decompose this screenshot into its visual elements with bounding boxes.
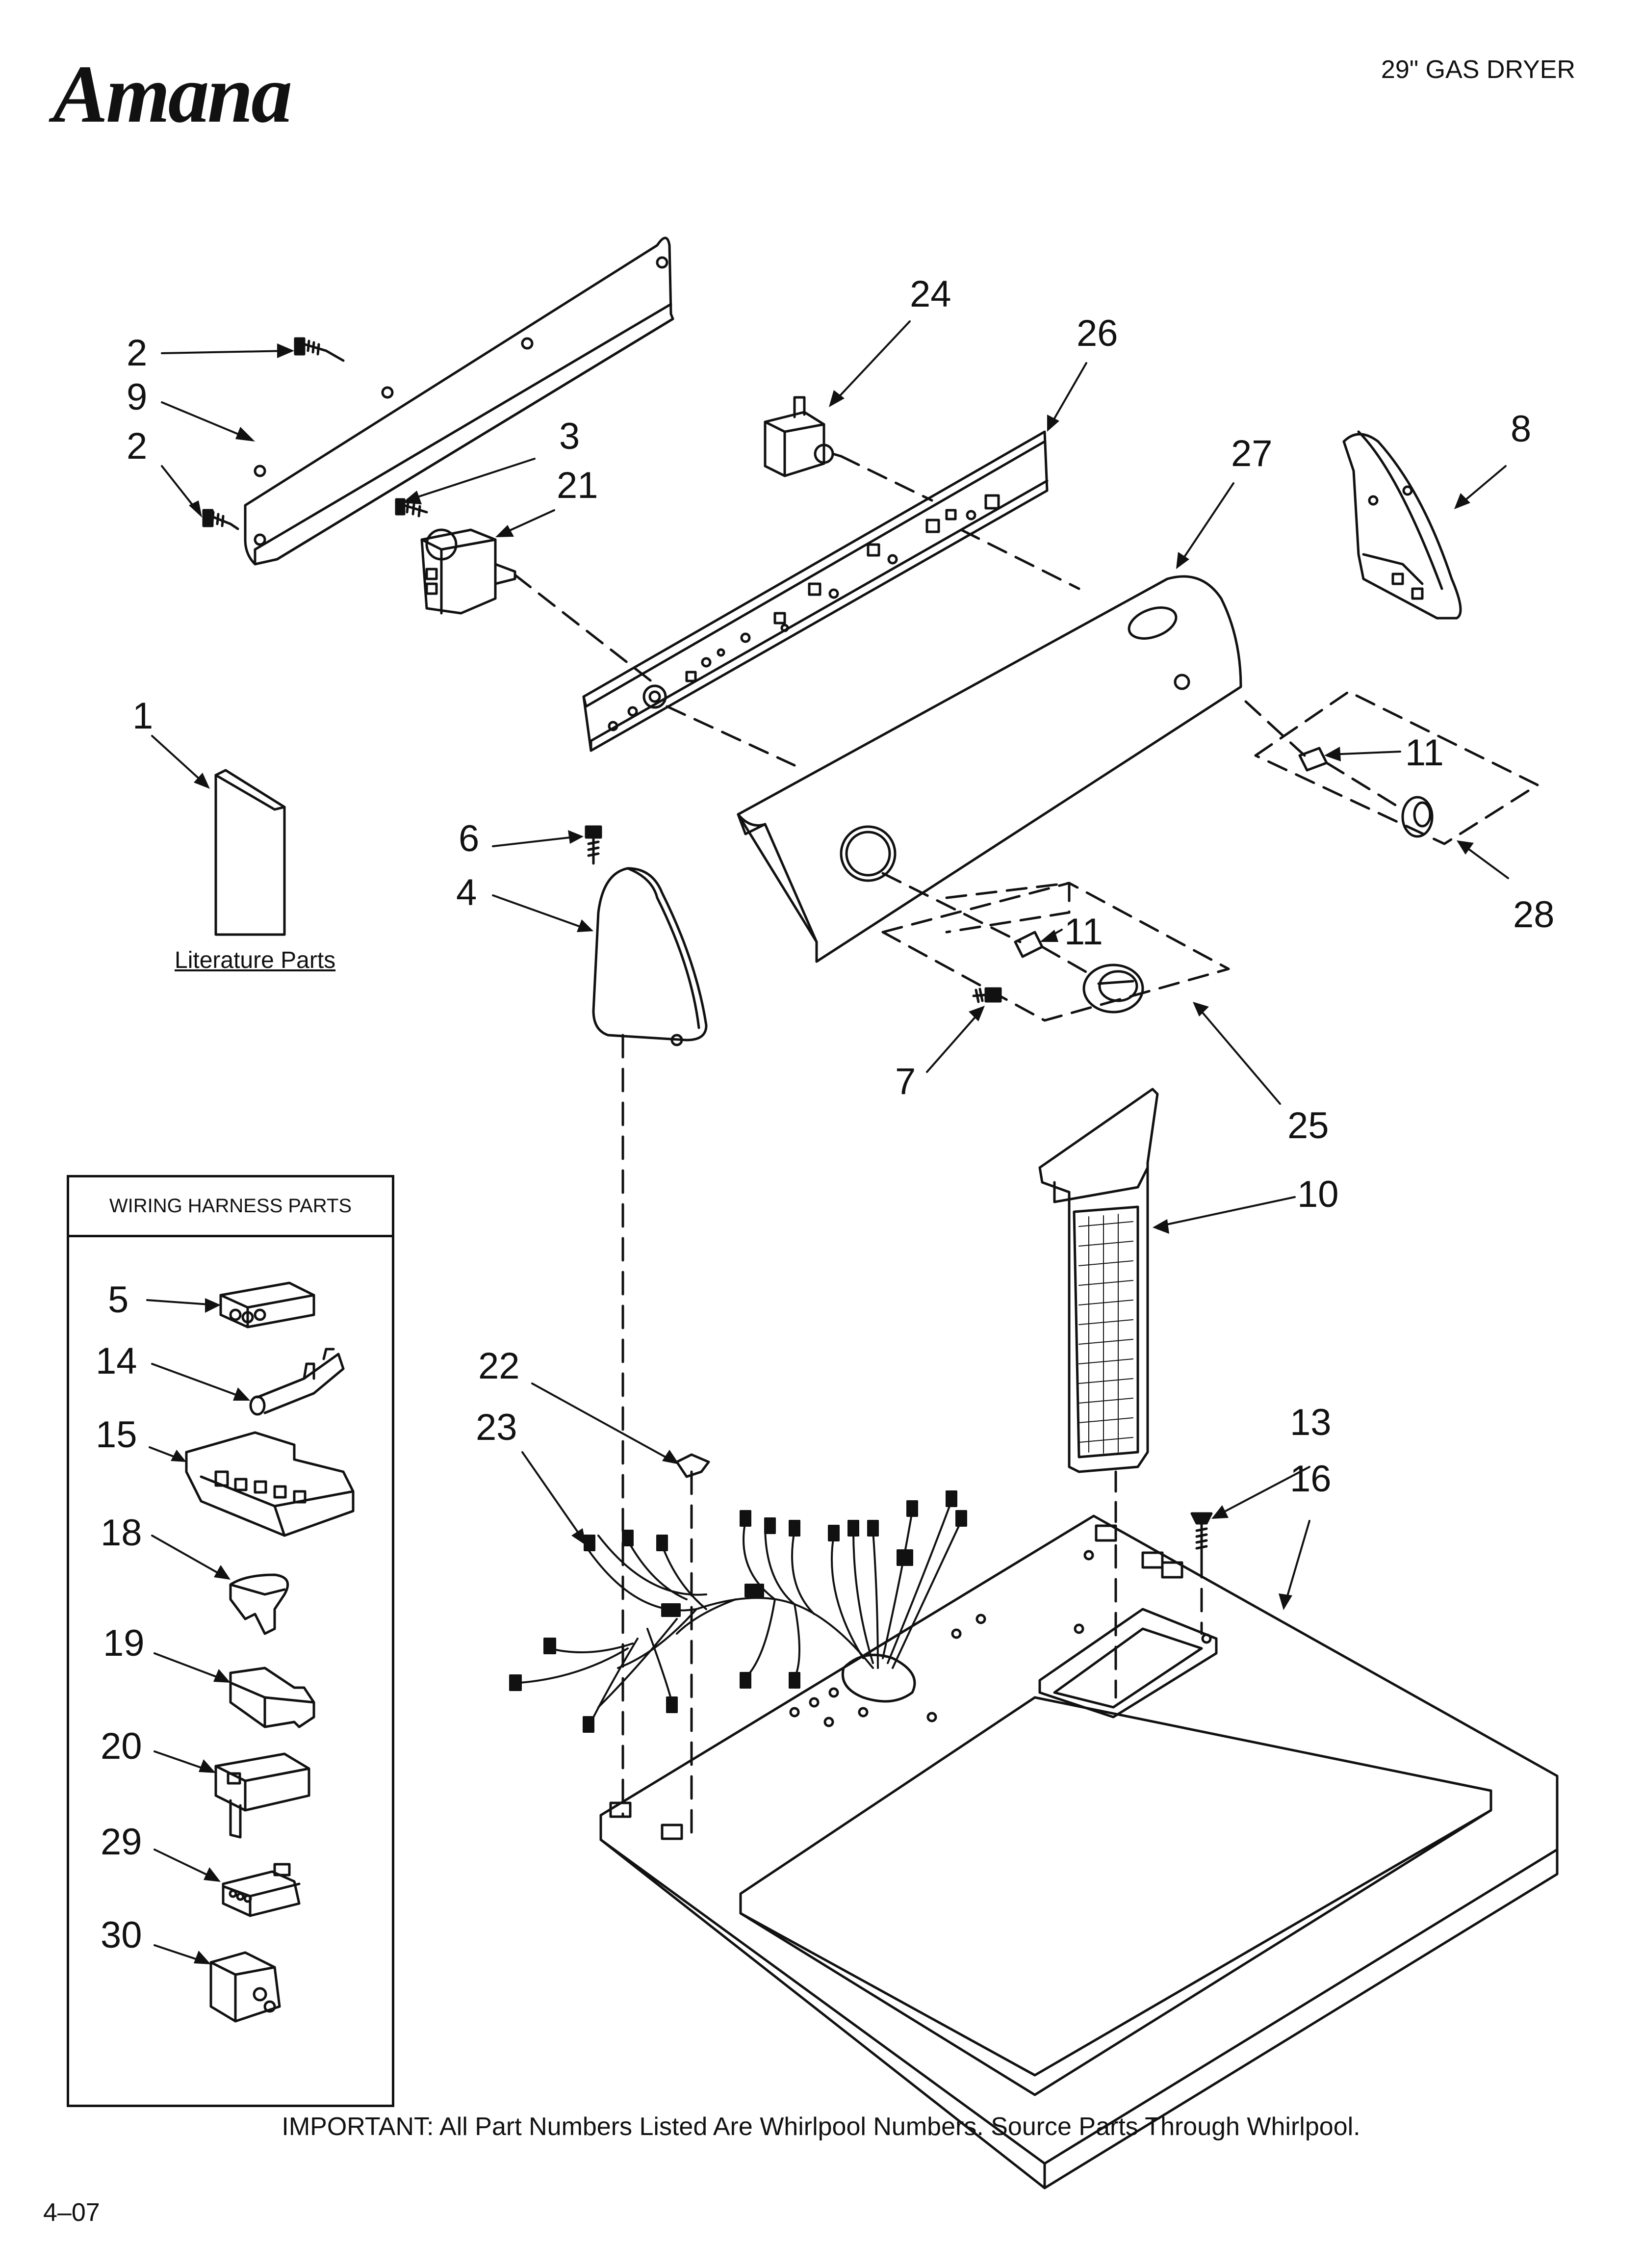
part-23-wire-harness (509, 1490, 967, 1733)
part-20-connector (214, 1752, 310, 1839)
callout-14: 14 (96, 1340, 137, 1382)
part-18-connector (229, 1573, 289, 1635)
callout-21: 21 (557, 465, 598, 506)
part-8-endcap (1342, 430, 1462, 620)
part-30-connector (209, 1951, 281, 2023)
part-21-timer (420, 528, 516, 615)
callout-19: 19 (103, 1622, 145, 1664)
callout-16: 16 (1290, 1458, 1332, 1500)
footer-note: IMPORTANT: All Part Numbers Listed Are W… (282, 2112, 1360, 2141)
leader-arrowheads (171, 343, 1474, 1964)
page-title: 29" GAS DRYER (1381, 55, 1575, 84)
page-code: 4–07 (43, 2198, 100, 2227)
callout-5: 5 (108, 1279, 128, 1321)
callout-28: 28 (1513, 894, 1555, 936)
callout-2b: 2 (127, 425, 147, 467)
callout-11a: 11 (1405, 732, 1444, 774)
callout-26: 26 (1077, 313, 1118, 354)
callout-3: 3 (559, 416, 580, 457)
part-4-endcap (592, 867, 708, 1046)
callout-18: 18 (101, 1512, 142, 1554)
part-27-console (737, 575, 1242, 963)
callout-29: 29 (101, 1821, 142, 1863)
callout-13: 13 (1290, 1402, 1332, 1443)
callout-8: 8 (1511, 408, 1531, 450)
part-7-screw (972, 987, 1002, 1003)
part-29-connector (222, 1863, 301, 1917)
part-9-bracket (244, 236, 674, 566)
part-22-clip (675, 1453, 710, 1478)
callout-9: 9 (127, 376, 147, 418)
callout-numbers: 2 9 2 3 21 24 26 27 8 1 6 4 11 28 11 7 2… (96, 273, 1555, 1956)
part-2-screw-lower (202, 509, 239, 530)
wiring-harness-title: WIRING HARNESS PARTS (69, 1177, 392, 1237)
callout-6: 6 (459, 818, 479, 860)
callout-15: 15 (96, 1414, 137, 1456)
part-19-connector (229, 1667, 315, 1728)
part-11-spring-lower (1014, 931, 1044, 958)
callout-11b: 11 (1064, 911, 1103, 953)
part-28-knob (1401, 796, 1434, 838)
callout-10: 10 (1297, 1173, 1339, 1215)
part-1-literature (214, 769, 286, 936)
part-24-switch (764, 396, 843, 477)
part-25-knob (1082, 964, 1144, 1014)
part-10-lint-filter (1038, 1088, 1159, 1473)
callout-23: 23 (476, 1407, 517, 1448)
part-15-connector (185, 1431, 355, 1537)
part-13-screw (1190, 1512, 1213, 1557)
callout-1: 1 (132, 695, 153, 737)
callout-2a: 2 (127, 332, 147, 374)
wiring-harness-box: WIRING HARNESS PARTS (67, 1175, 394, 2107)
callout-25: 25 (1287, 1105, 1329, 1147)
part-5-connector (219, 1281, 315, 1329)
literature-parts-label: Literature Parts (175, 947, 336, 973)
part-6-screw (585, 825, 602, 865)
callout-20: 20 (101, 1725, 142, 1767)
part-3-screw (395, 498, 428, 518)
part-16-top-panel (599, 1514, 1559, 2190)
part-14-terminal (249, 1348, 345, 1416)
part-11-spring-upper (1298, 747, 1328, 772)
callout-4: 4 (456, 872, 477, 913)
callout-24: 24 (910, 273, 951, 315)
part-2-screw-upper (294, 337, 345, 362)
callout-22: 22 (478, 1345, 520, 1387)
callout-7: 7 (895, 1061, 916, 1102)
part-26-control-plate (582, 430, 1049, 752)
callout-30: 30 (101, 1914, 142, 1956)
brand-logo: Amana (53, 49, 292, 140)
callout-27: 27 (1231, 433, 1273, 474)
